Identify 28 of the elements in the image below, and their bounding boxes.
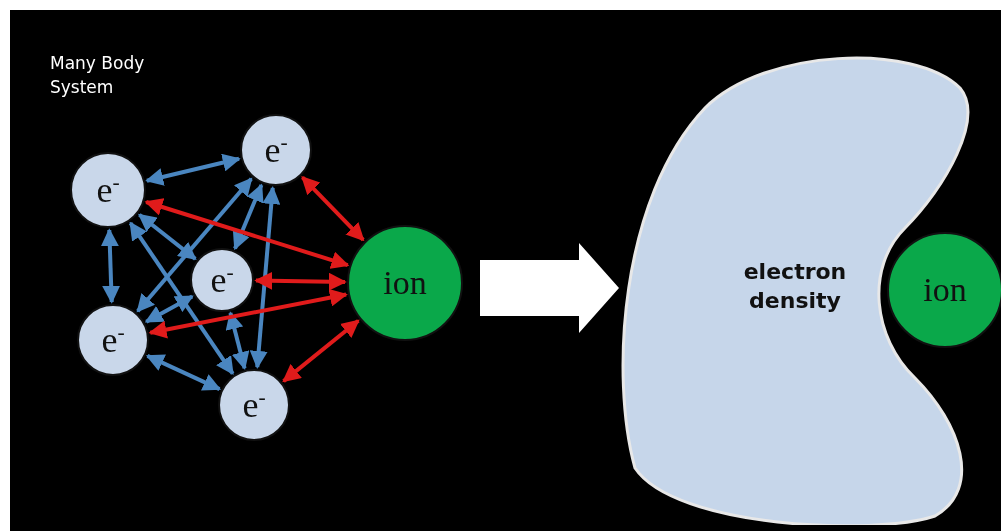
arrow	[145, 354, 222, 391]
electron-circle	[190, 248, 254, 312]
node-label: e$^{-}$	[101, 319, 125, 361]
arrow	[301, 175, 365, 242]
arrow	[136, 177, 253, 313]
arrow	[232, 183, 264, 251]
node-label: ion	[383, 264, 427, 302]
electron-circle	[240, 114, 312, 186]
arrow	[145, 153, 241, 186]
arrow	[128, 221, 235, 376]
arrow	[148, 288, 348, 339]
arrow	[282, 319, 360, 383]
node-label: electron density	[742, 257, 848, 315]
node-label: e$^{-}$	[210, 259, 234, 301]
arrow	[225, 311, 250, 370]
node-label: e$^{-}$	[264, 129, 288, 171]
arrow	[254, 271, 347, 291]
arrow	[249, 186, 281, 369]
arrow	[144, 294, 194, 324]
arrow	[138, 213, 197, 261]
electron-circle	[218, 369, 290, 441]
block-arrow	[480, 243, 619, 333]
node-label: ion	[923, 271, 967, 309]
heading-label: Many Body System	[50, 52, 146, 99]
arrow	[100, 228, 121, 304]
node-label: e$^{-}$	[242, 384, 266, 426]
node-label: e$^{-}$	[96, 169, 120, 211]
arrow	[144, 198, 350, 269]
